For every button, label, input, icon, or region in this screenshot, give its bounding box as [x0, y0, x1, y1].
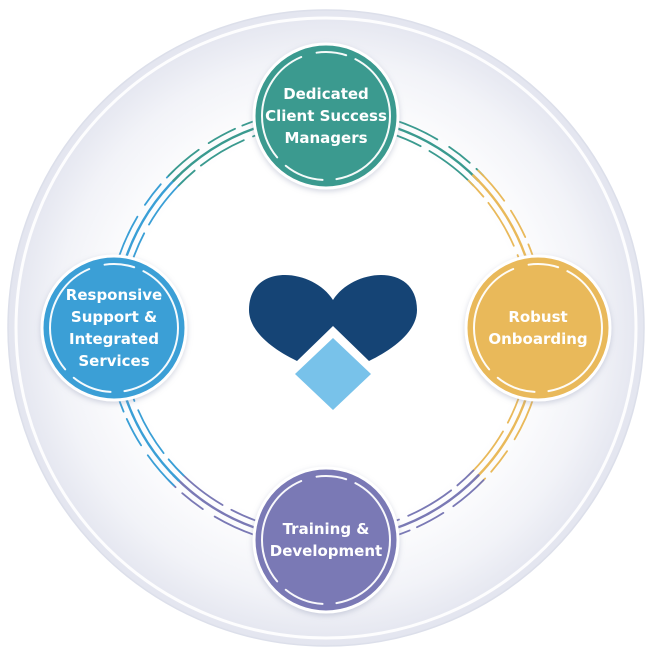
node-label-line: Client Success: [265, 107, 387, 125]
connector-arc-bottom-left-a2: [167, 479, 260, 538]
connector-arc-bottom-left-b2: [116, 394, 175, 487]
node-circle-bottom: [252, 466, 400, 614]
background-rim-highlight: [14, 16, 638, 640]
connector-arc-top-right-a2: [392, 118, 485, 177]
node-circle-left: [40, 254, 188, 402]
node-bottom: Training & Development: [252, 466, 400, 614]
connector-arc-bottom-left-a0: [177, 469, 264, 524]
connector-arc-top-right-b0: [467, 179, 522, 266]
node-inner-ring-bottom: [261, 475, 391, 605]
diamond-shape: [295, 338, 371, 410]
connector-arc-left-top-a2: [116, 169, 175, 262]
connector-arc-left-top-b0: [177, 132, 264, 187]
node-label-line: Training &: [283, 520, 370, 538]
connector-arc-right-bottom-a2: [477, 394, 536, 487]
connector-arc-bottom-left-a1: [172, 474, 262, 531]
connector-arc-right-bottom-a0: [467, 390, 522, 477]
connector-arc-bottom-left-b1: [123, 392, 180, 482]
heart-diamond-icon: [249, 274, 417, 410]
connector-arc-left-top-a0: [130, 179, 185, 266]
node-label-line: Responsive: [66, 286, 162, 304]
connector-arc-top-right-b2: [477, 169, 536, 262]
node-label-line: Development: [270, 542, 382, 560]
node-label-line: Integrated: [69, 330, 159, 348]
node-label-line: Onboarding: [488, 330, 587, 348]
connector-arc-top-right-b1: [472, 174, 529, 264]
node-inner-ring-left: [49, 263, 179, 393]
connector-arc-left-top-a1: [123, 174, 180, 264]
heart-shape: [249, 274, 417, 361]
connector-arc-left-top-b2: [167, 118, 260, 177]
connector-arc-top-right-a1: [390, 125, 480, 182]
connector-arc-right-bottom-b1: [390, 474, 480, 531]
node-label-line: Dedicated: [283, 85, 369, 103]
node-circle-right: [464, 254, 612, 402]
node-label-bottom: Training & Development: [270, 520, 382, 560]
node-label-line: Robust: [508, 308, 567, 326]
connector-arc-top-right-a0: [388, 132, 475, 187]
connector-arc-right-bottom-b0: [388, 469, 475, 524]
connector-rings: [116, 118, 536, 538]
node-inner-ring-top: [261, 51, 391, 181]
connector-arc-right-bottom-a1: [472, 392, 529, 482]
node-circle-top: [252, 42, 400, 190]
node-inner-ring-right: [473, 263, 603, 393]
connector-arc-left-top-b1: [172, 125, 262, 182]
node-label-line: Managers: [284, 129, 367, 147]
connector-arc-bottom-left-b0: [130, 390, 185, 477]
node-label-line: Services: [78, 352, 149, 370]
connector-arc-right-bottom-b2: [392, 479, 485, 538]
node-label-line: Support &: [71, 308, 157, 326]
